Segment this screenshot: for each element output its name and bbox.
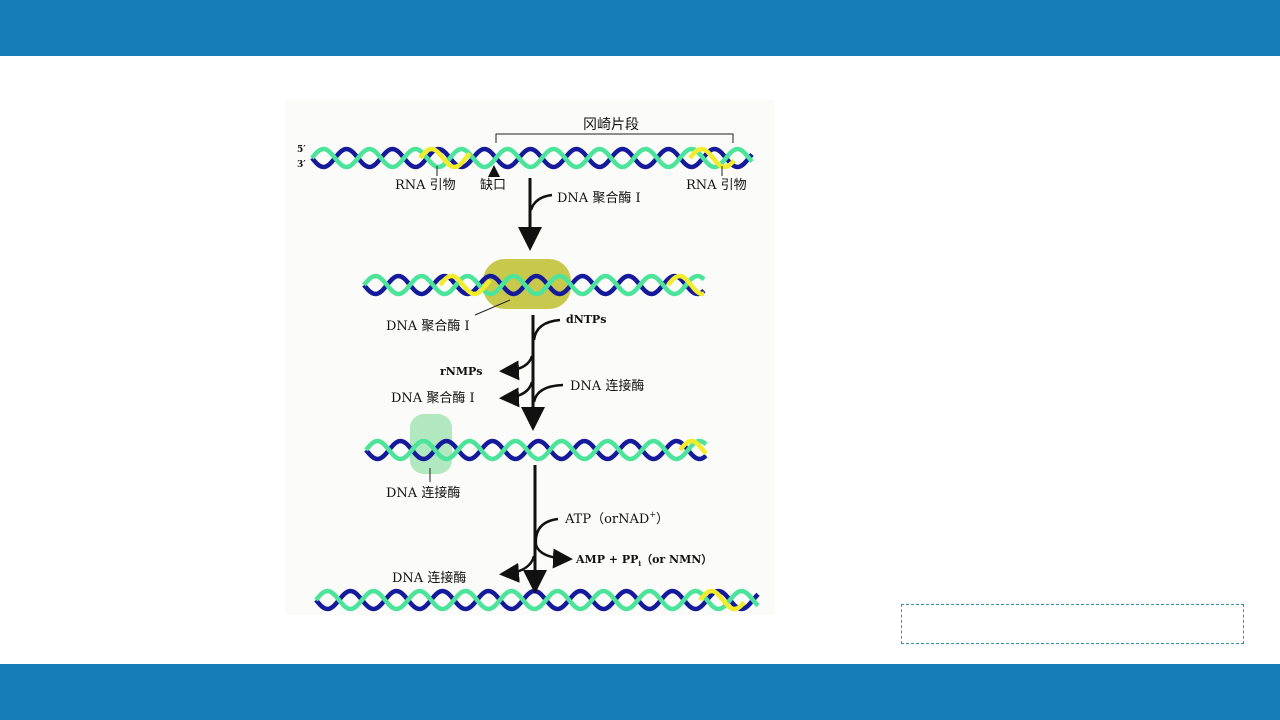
okazaki-bracket — [495, 133, 734, 143]
atp-close: ） — [656, 512, 669, 527]
step1-enzyme-label: DNA 聚合酶 I — [557, 190, 641, 206]
header-bar — [0, 0, 1280, 56]
amp-text: AMP + PP — [575, 553, 638, 566]
released-ligase-label: DNA 连接酶 — [392, 570, 466, 586]
nick-label: 缺口 — [480, 178, 506, 193]
bound-polymerase-label: DNA 聚合酶 I — [386, 318, 470, 334]
helix-polymerase-strand-blue — [362, 273, 706, 297]
rna-primer-label-left: RNA 引物 — [395, 178, 456, 193]
step1-branch — [529, 193, 553, 211]
helix-ligase-strand-blue — [364, 438, 708, 462]
amp-label: AMP + PPi（or NMN） — [575, 553, 712, 568]
atp-text: ATP（orNAD — [564, 512, 649, 527]
ligase-in-label: DNA 连接酶 — [570, 378, 644, 394]
helix-final-strand-green — [314, 588, 760, 612]
atp-branch — [534, 517, 559, 546]
helix-final-rna-primer — [698, 588, 746, 612]
helix-ligase-rna-primer — [678, 438, 708, 456]
dntps-branch — [532, 318, 561, 341]
atp-sup: + — [649, 510, 656, 519]
rnmps-label: rNMPs — [440, 365, 483, 378]
polymerase-release-branch — [499, 381, 534, 408]
three-prime-label: 3′ — [297, 160, 306, 170]
okazaki-fragment-label: 冈崎片段 — [583, 117, 639, 133]
ligase-release-branch — [499, 555, 536, 583]
polymerase-pointer — [474, 299, 511, 316]
footer-bar — [0, 664, 1280, 720]
helix-initial-strand-green — [310, 146, 754, 170]
rnmps-branch — [499, 355, 534, 381]
helix-polymerase-rna-primer — [438, 273, 492, 297]
atp-label: ATP（orNAD+） — [564, 510, 669, 527]
dntps-label: dNTPs — [566, 313, 606, 326]
amp-rest: （or NMN） — [641, 553, 712, 566]
helix-initial-rna-primer — [688, 146, 736, 170]
helix-polymerase-strand-green — [362, 273, 706, 297]
ligase-in-branch — [532, 383, 564, 403]
amp-branch — [534, 544, 573, 569]
helix-polymerase-rna-primer — [666, 273, 705, 297]
helix-ligase-strand-green — [364, 438, 708, 462]
bound-ligase-label: DNA 连接酶 — [386, 485, 460, 501]
rna-primer-label-right: RNA 引物 — [686, 178, 747, 193]
helix-initial-rna-primer — [418, 146, 472, 170]
released-polymerase-label: DNA 聚合酶 I — [391, 390, 475, 406]
empty-text-placeholder[interactable] — [901, 604, 1244, 644]
five-prime-label: 5′ — [297, 145, 306, 155]
amp-sub: i — [638, 559, 641, 568]
